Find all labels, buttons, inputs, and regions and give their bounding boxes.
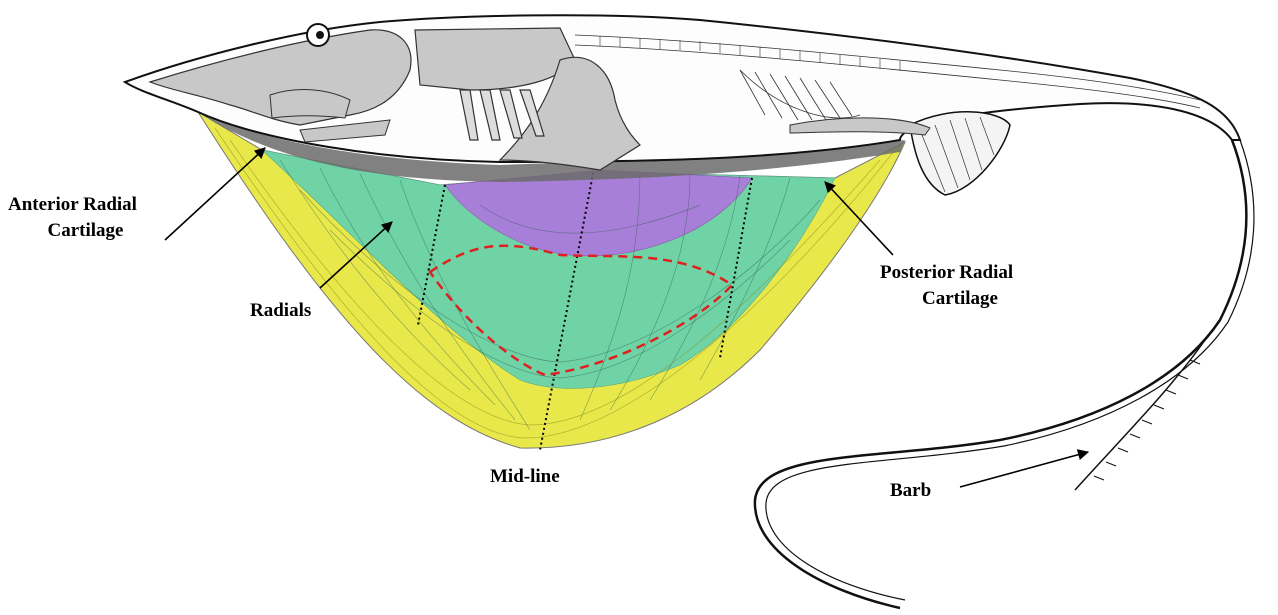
barb-label: Barb: [890, 478, 931, 504]
anterior-label-line1: Anterior Radial: [8, 192, 137, 218]
barb-arrow: [960, 452, 1088, 487]
barb: [1075, 340, 1205, 490]
posterior-label-line2: Cartilage: [880, 286, 1013, 312]
anterior-label-line2: Cartilage: [8, 218, 137, 244]
anterior-radial-cartilage-label: Anterior Radial Cartilage: [8, 192, 137, 244]
anterior-arrow: [165, 148, 265, 240]
posterior-radial-cartilage-label: Posterior Radial Cartilage: [880, 260, 1013, 312]
barb-serrations: [1094, 360, 1200, 480]
midline-label: Mid-line: [490, 464, 560, 490]
pelvic-fin: [910, 112, 1010, 195]
radials-label: Radials: [250, 298, 311, 324]
posterior-label-line1: Posterior Radial: [880, 260, 1013, 286]
eye-pupil: [316, 31, 324, 39]
